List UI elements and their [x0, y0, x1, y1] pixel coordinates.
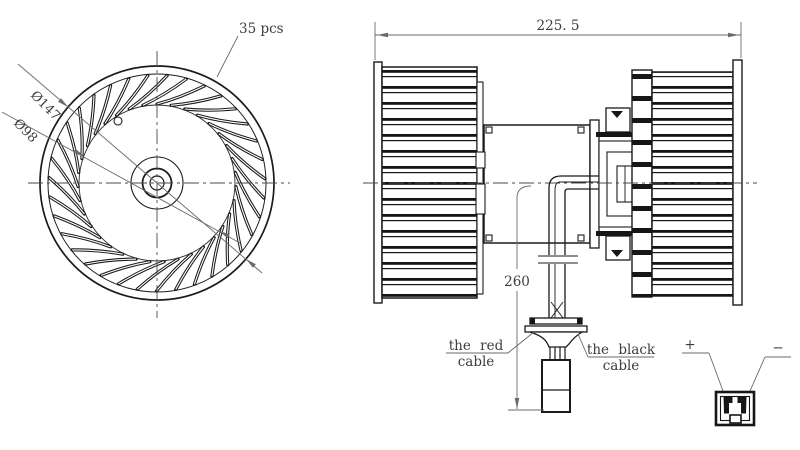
- black-cable-label-line2: cable: [603, 358, 640, 374]
- cable-connector-body: [541, 359, 571, 413]
- motor-side-view: 225. 5: [363, 18, 757, 413]
- mount-ladder-strip: [631, 69, 653, 298]
- fan-blade-highlight: [171, 95, 222, 106]
- fan-blade-highlight: [104, 78, 130, 124]
- fan-blade: [210, 224, 225, 278]
- inner-diameter-label: Ø98: [10, 116, 40, 146]
- arrowhead: [514, 398, 520, 409]
- cable-length-label: 260: [504, 274, 530, 290]
- diameter-dimension-lines: [1, 35, 263, 274]
- fan-blade-highlight: [49, 196, 92, 227]
- fan-blade-highlight: [211, 226, 224, 277]
- dimension-arrowheads: [58, 32, 739, 409]
- black-cable-label-line1: the black: [587, 342, 656, 358]
- fan-blade-highlight: [118, 261, 165, 285]
- fan-blade-highlight: [100, 261, 150, 276]
- fan-blade-highlight: [61, 233, 111, 248]
- balance-hole: [113, 116, 123, 126]
- cable-grommet: [524, 301, 588, 413]
- negative-label: −: [772, 340, 783, 356]
- fan-blade-highlight: [233, 200, 242, 251]
- fan-blade-highlight: [48, 177, 85, 215]
- fan-blade-highlight: [136, 258, 179, 290]
- arrowhead: [377, 32, 388, 38]
- pipe-break-symbol: [538, 255, 578, 264]
- fan-blade-highlight: [234, 172, 260, 218]
- fan-blade-highlight: [51, 158, 81, 201]
- fan-blade-highlight: [156, 253, 192, 292]
- fan-blade-highlight: [66, 122, 80, 173]
- red-cable-callout: the red cable: [446, 331, 535, 370]
- arrowhead: [58, 98, 68, 107]
- motor-mount-tabs: [475, 126, 585, 242]
- plug-pin-negative: [737, 397, 747, 414]
- fan-blade-highlight: [208, 123, 257, 142]
- blade-count-label: 35 pcs: [239, 21, 284, 37]
- fan-blade-highlight: [218, 133, 263, 160]
- polarity-leaders: [682, 352, 791, 392]
- outer-diameter-label: Ø147: [27, 88, 63, 124]
- left-blower-cage: [381, 66, 478, 299]
- fan-blade: [195, 113, 249, 126]
- fan-blade-highlight: [231, 158, 265, 199]
- fan-blade-highlight: [128, 75, 168, 110]
- fan-blade-highlight: [86, 95, 95, 146]
- positive-label: +: [684, 337, 695, 353]
- arrowhead: [219, 231, 230, 239]
- left-end-plate: [373, 61, 383, 304]
- fan-blade-highlight: [175, 246, 204, 290]
- right-blower-cage: [651, 71, 734, 297]
- connector-detail: + −: [682, 337, 791, 427]
- red-cable-label-line2: cable: [458, 354, 495, 370]
- fan-blade-highlight: [184, 108, 236, 111]
- fan-blade: [99, 260, 152, 277]
- fan-blade-highlight: [94, 85, 112, 134]
- black-cable-callout: the black cable: [577, 333, 656, 374]
- cable-conduit: [548, 175, 599, 318]
- fan-blade-highlight: [72, 249, 123, 255]
- fan-front-view: 35 pcs Ø147 Ø98: [1, 21, 290, 318]
- fan-blade-highlight: [193, 237, 215, 285]
- arrowhead: [728, 32, 739, 38]
- red-cable-label-line1: the red: [449, 338, 504, 354]
- arrowhead: [246, 259, 256, 268]
- arrowhead: [73, 148, 84, 156]
- fan-blade-highlight: [85, 258, 137, 265]
- plug-key-tab: [729, 414, 742, 424]
- fan-blade: [60, 232, 113, 249]
- fan-blade-highlight: [142, 78, 187, 106]
- fan-blade-highlight: [116, 75, 149, 116]
- pipe-break-mask: [540, 255, 578, 264]
- motor-body: [483, 124, 591, 244]
- width-dimension-label: 225. 5: [537, 18, 580, 34]
- fan-centerlines: [28, 51, 290, 318]
- fan-blade-highlight: [197, 114, 248, 125]
- width-dimension: [374, 22, 742, 60]
- right-end-plate: [732, 59, 743, 306]
- fan-blade-highlight: [235, 186, 253, 235]
- fan-blade-highlight: [156, 85, 205, 105]
- cable-length-dimension: [508, 185, 544, 411]
- fan-blade-highlight: [226, 213, 231, 265]
- plug-pin-positive: [723, 397, 733, 414]
- fan-blade-highlight: [53, 215, 101, 239]
- fan-blade-highlight: [226, 145, 266, 180]
- fan-blade: [232, 199, 243, 253]
